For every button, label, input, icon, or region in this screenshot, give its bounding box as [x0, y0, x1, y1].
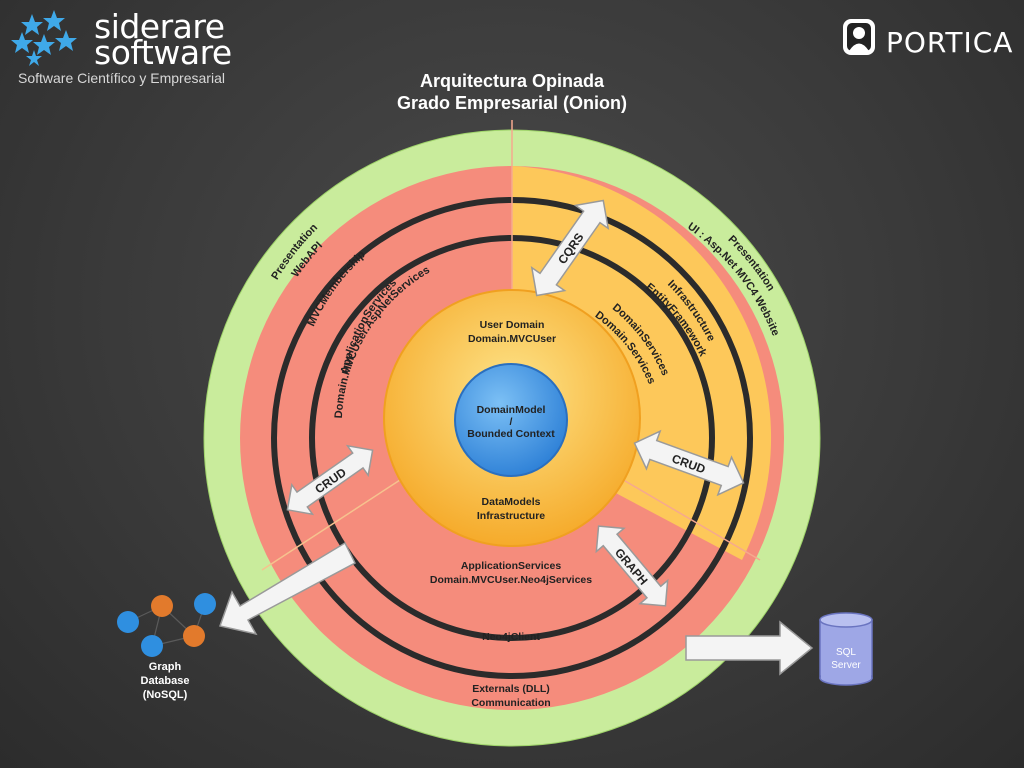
crud-right-arrow: CRUD	[633, 429, 745, 497]
domain-model-circle	[454, 363, 568, 477]
graph-db-line1: Graph	[148, 661, 182, 673]
app-bottom-line1: ApplicationServices	[461, 560, 562, 572]
domain-model-line3: Bounded Context	[467, 428, 555, 440]
externals-line2: Communication	[471, 697, 550, 709]
brand-tagline: Software Científico y Empresarial	[18, 70, 225, 86]
portrait-badge-icon	[843, 19, 875, 55]
segment-divider-right	[619, 477, 761, 561]
portica-wordmark: PORTICA	[886, 26, 1014, 59]
graph-database-label: Graph Database (NoSQL)	[110, 660, 220, 702]
data-models-line1: DataModels	[482, 496, 541, 508]
title-line1: Arquitectura Opinada	[419, 71, 605, 91]
star-cluster-icon	[11, 10, 77, 66]
siderare-logo: siderare software Software Científico y …	[10, 8, 250, 88]
externals-line1: Externals (DLL)	[472, 683, 550, 695]
to-sql-arrow	[685, 620, 814, 676]
database-cylinder-icon: SQL Server	[819, 612, 873, 686]
segment-divider-left	[261, 479, 401, 571]
brand-line1: siderare	[94, 7, 225, 46]
sql-line1: SQL	[836, 647, 856, 658]
domain-model-line1: DomainModel	[477, 404, 546, 416]
graph-db-line3: (NoSQL)	[142, 689, 188, 701]
graph-db-line2: Database	[140, 675, 190, 687]
app-bottom-line2: Domain.MVCUser.Neo4jServices	[430, 574, 592, 586]
domain-model-line2: /	[510, 416, 513, 428]
brand-line2: software	[94, 33, 232, 72]
neo4j-label: Neo4jClient	[482, 631, 540, 643]
portica-logo: PORTICA	[842, 14, 1012, 64]
user-domain-line2: Domain.MVCUser	[468, 333, 556, 345]
to-graph-db-arrow	[219, 541, 356, 636]
data-models-line2: Infrastructure	[477, 510, 545, 522]
sql-line2: Server	[831, 660, 861, 671]
user-domain-line1: User Domain	[480, 319, 545, 331]
graph-network-icon	[117, 593, 216, 657]
diagram-title: Arquitectura Opinada Grado Empresarial (…	[320, 70, 704, 114]
title-line2: Grado Empresarial (Onion)	[396, 93, 628, 113]
